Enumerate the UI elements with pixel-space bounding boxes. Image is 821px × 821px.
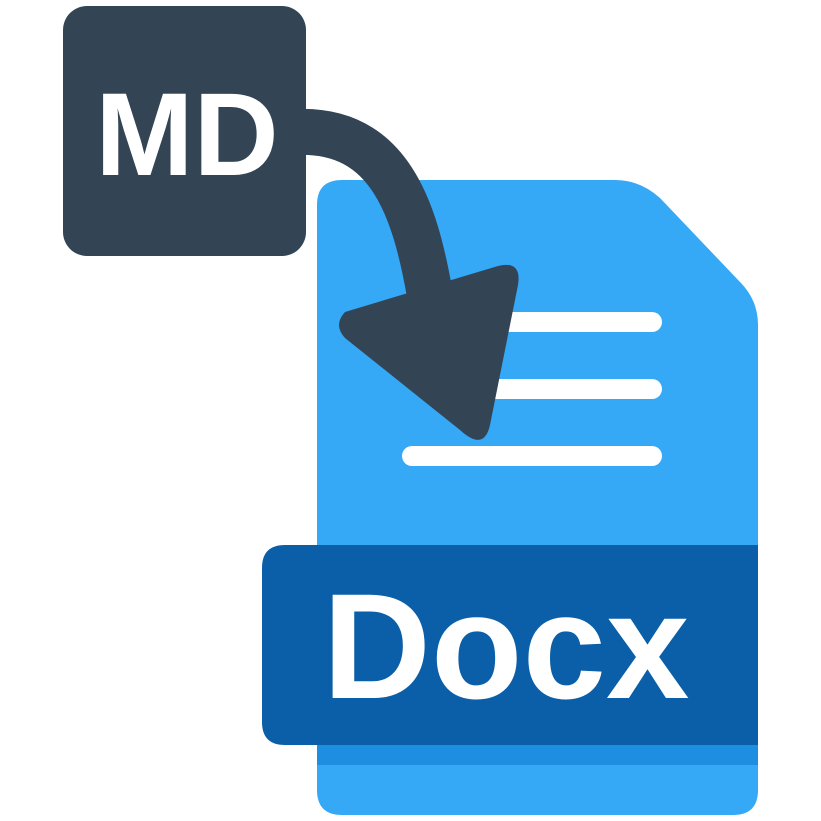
- curved-arrow-icon: [295, 108, 519, 440]
- docx-label-band: [262, 545, 758, 745]
- document-line-2: [478, 379, 662, 399]
- arrow-head: [339, 264, 519, 440]
- markdown-badge-icon: MD: [63, 6, 306, 256]
- md-label: MD: [95, 69, 279, 201]
- arrow-shaft: [295, 108, 453, 299]
- docx-label: Docx: [323, 562, 690, 730]
- document-line-1: [478, 312, 662, 332]
- md-badge: [63, 6, 306, 256]
- document-line-3: [402, 446, 662, 466]
